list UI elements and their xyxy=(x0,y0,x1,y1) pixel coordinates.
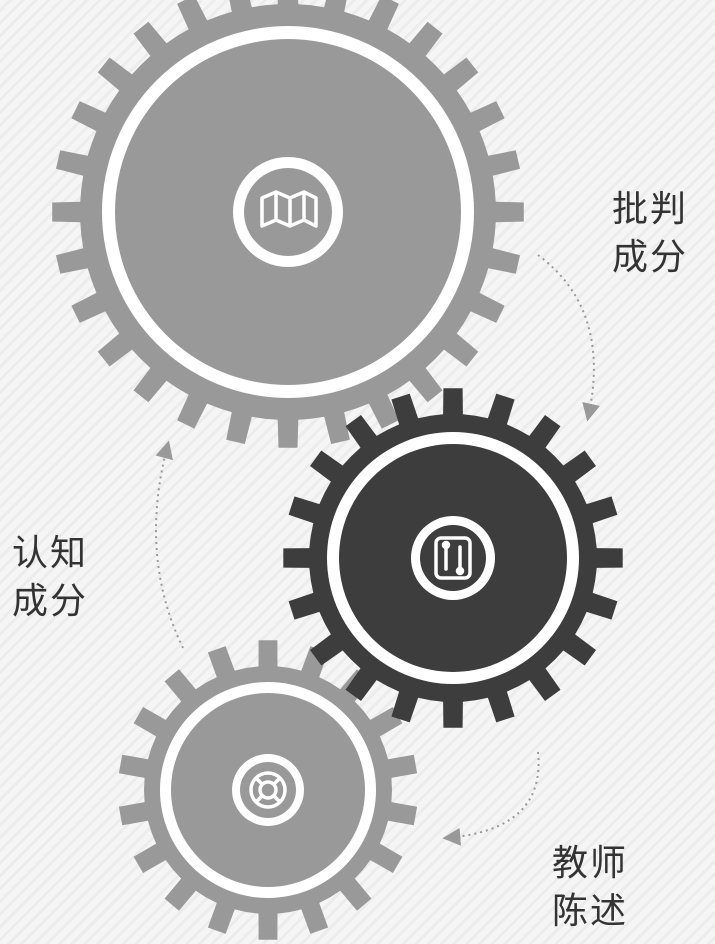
flow-arrow-critical xyxy=(537,254,600,422)
map-icon xyxy=(260,190,318,228)
label-teacher-line1: 教师 xyxy=(552,843,629,884)
label-teacher-line2: 陈述 xyxy=(552,891,629,932)
label-critical-line1: 批判 xyxy=(612,189,689,230)
label-critical-component: 批判 成分 xyxy=(612,186,688,282)
flow-arrow-cognitive xyxy=(155,440,184,649)
gear-dark xyxy=(283,388,623,728)
gear-small xyxy=(118,640,418,940)
label-critical-line2: 成分 xyxy=(612,237,689,278)
label-cognitive-line1: 认知 xyxy=(12,533,89,574)
label-cognitive-component: 认知 成分 xyxy=(12,530,88,626)
flow-arrow-teacher xyxy=(442,751,540,846)
circuit-icon xyxy=(434,536,472,580)
lifebuoy-icon xyxy=(249,771,287,809)
label-cognitive-line2: 成分 xyxy=(12,581,89,622)
gear-large xyxy=(52,0,524,448)
label-teacher-statement: 教师 陈述 xyxy=(552,840,628,936)
